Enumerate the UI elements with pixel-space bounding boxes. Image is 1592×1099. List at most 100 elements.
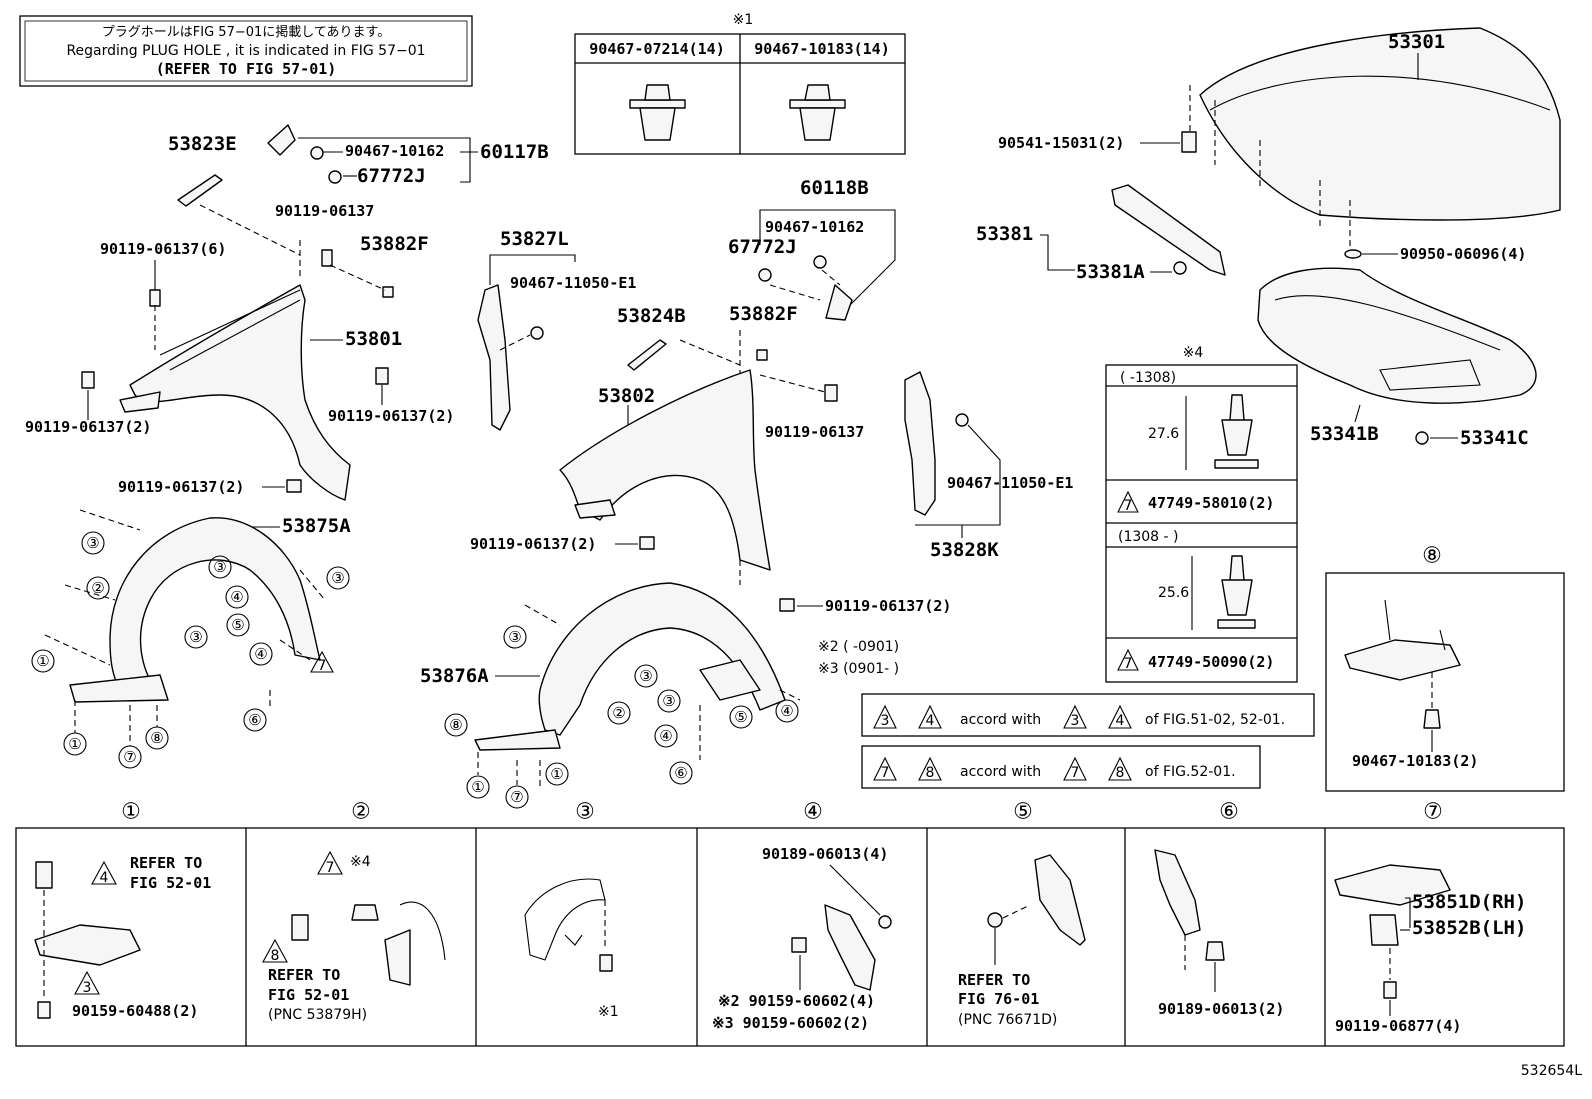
detail-6-part: 90189-06013(2) <box>1158 1000 1284 1018</box>
label-53801: 53801 <box>345 328 402 350</box>
detail-7-part3: 90119-06877(4) <box>1335 1017 1461 1035</box>
label-53341C: 53341C <box>1460 427 1529 449</box>
label-60118B: 60118B <box>800 177 869 199</box>
svg-text:4: 4 <box>1116 713 1125 729</box>
label-67772J-a: 67772J <box>357 165 426 187</box>
bracket-icon <box>267 124 296 156</box>
detail-boxes: ① 4 REFER TO FIG 52-01 3 90159-60488(2) … <box>15 800 1565 1047</box>
detail-3-number: ③ <box>575 800 595 825</box>
callout-4: ④ <box>659 727 672 745</box>
clip-table-mark: ※1 <box>733 12 754 28</box>
fender-53801 <box>129 284 351 501</box>
label-90467-11050-a: 90467-11050-E1 <box>510 274 636 292</box>
clip-tri-2: 7 <box>1124 656 1133 672</box>
liner-53876A <box>538 582 786 736</box>
detail-2-ref2: FIG 52-01 <box>268 986 349 1004</box>
plug-note-en: Regarding PLUG HOLE , it is indicated in… <box>66 43 425 59</box>
seal-53827L <box>477 284 511 431</box>
clip-icon <box>813 255 827 269</box>
svg-text:8: 8 <box>271 948 280 964</box>
svg-text:7: 7 <box>1071 765 1080 781</box>
clip-icon <box>758 268 772 282</box>
clip-spec-mark: ※4 <box>1183 345 1204 361</box>
label-67772J-b: 67772J <box>728 236 797 258</box>
label-53876A: 53876A <box>420 665 489 687</box>
callout-3: ③ <box>508 628 521 646</box>
hood-insulator <box>1257 267 1537 404</box>
callout-1: ① <box>471 778 484 796</box>
detail-1-part: 90159-60488(2) <box>72 1002 198 1020</box>
svg-text:7: 7 <box>881 765 890 781</box>
clip-table: ※1 90467-07214(14) 90467-10183(14) <box>574 12 906 155</box>
accord-fig-2: of FIG.52-01. <box>1145 764 1236 780</box>
clip-icon <box>35 861 53 889</box>
clip-dim-1: 27.6 <box>1148 426 1179 442</box>
clip-icon <box>987 912 1003 928</box>
label-90541-15031: 90541-15031(2) <box>998 134 1124 152</box>
bolt-icon <box>81 371 95 389</box>
detail-2-mark: ※4 <box>350 854 371 870</box>
callout-6: ⑥ <box>248 711 261 729</box>
label-90119-06137-2a: 90119-06137(2) <box>25 418 151 436</box>
callout-3: ③ <box>331 569 344 587</box>
svg-text:3: 3 <box>1071 713 1080 729</box>
detail-5-pnc: (PNC 76671D) <box>958 1012 1057 1028</box>
svg-text:4: 4 <box>926 713 935 729</box>
detail-4-part1: 90189-06013(4) <box>762 845 888 863</box>
label-53824B: 53824B <box>617 305 686 327</box>
bracket-icon <box>1369 914 1399 946</box>
callout-1: ① <box>36 652 49 670</box>
label-90119-06137-6: 90119-06137(6) <box>100 240 226 258</box>
label-90119-06137-2d: 90119-06137(2) <box>470 535 596 553</box>
detail-7-part1: 53851D(RH) <box>1412 891 1526 913</box>
detail-5-ref1: REFER TO <box>958 971 1030 989</box>
label-53381: 53381 <box>976 223 1033 245</box>
clip-tri-1: 7 <box>1124 498 1133 514</box>
callout-1: ① <box>550 765 563 783</box>
hood-lock-support <box>1111 184 1226 276</box>
detail-1-number: ① <box>121 800 141 825</box>
bolt-icon <box>286 479 302 493</box>
right-liner-assembly: 53876A ③ ③ ③ ② ⑤ ④ ④ ⑧ ⑥ ① ① ⑦ <box>420 582 801 809</box>
plug-note-jp: プラグホールはFIG 57−01に掲載してあります。 <box>102 24 390 40</box>
callout-6: ⑥ <box>674 764 687 782</box>
label-53882F-b: 53882F <box>729 303 798 325</box>
detail-4-number: ④ <box>803 800 823 825</box>
detail-8-part: 90467-10183(2) <box>1352 752 1478 770</box>
bumper-icon <box>1181 131 1197 153</box>
detail-7-part2: 53852B(LH) <box>1412 917 1526 939</box>
bolt-icon <box>824 384 838 402</box>
detail-2-ref1: REFER TO <box>268 966 340 984</box>
seal-53828K <box>904 371 936 516</box>
hood-assembly: 53301 90541-15031(2) 53381 53381A 90950-… <box>976 27 1561 449</box>
clip-icon <box>789 84 846 141</box>
callout-3: ③ <box>213 558 226 576</box>
plug-hole-note: プラグホールはFIG 57−01に掲載してあります。 Regarding PLU… <box>19 15 473 87</box>
detail-8-number: ⑧ <box>1422 544 1442 569</box>
clip-col2: 90467-10183(14) <box>754 40 889 58</box>
date-note-3: ※3 (0901- ) <box>818 661 899 677</box>
detail-4-part2: ※2 90159-60602(4) <box>718 992 875 1010</box>
clip-icon <box>530 326 544 340</box>
accord-text-1: accord with <box>960 712 1041 728</box>
figure-id: 532654L <box>1521 1063 1582 1079</box>
clip-period-1: ( -1308) <box>1120 370 1176 386</box>
callout-1: ① <box>68 735 81 753</box>
clip-dim-2: 25.6 <box>1158 585 1189 601</box>
label-53882F-a: 53882F <box>360 233 429 255</box>
callout-8: ⑧ <box>449 716 462 734</box>
callout-4: ④ <box>230 588 243 606</box>
callout-2: ② <box>91 579 104 597</box>
detail-1-ref2: FIG 52-01 <box>130 874 211 892</box>
label-90119-06137-2e: 90119-06137(2) <box>825 597 951 615</box>
callout-3: ③ <box>639 667 652 685</box>
label-90467-10162-b: 90467-10162 <box>765 218 864 236</box>
label-53301: 53301 <box>1388 31 1445 53</box>
callout-5: ⑤ <box>231 616 244 634</box>
date-note-2: ※2 ( -0901) <box>818 639 899 655</box>
detail-1-ref1: REFER TO <box>130 854 202 872</box>
bolt-icon <box>321 249 333 267</box>
clip-part-2: 47749-50090(2) <box>1148 653 1274 671</box>
clip-part-1: 47749-58010(2) <box>1148 494 1274 512</box>
